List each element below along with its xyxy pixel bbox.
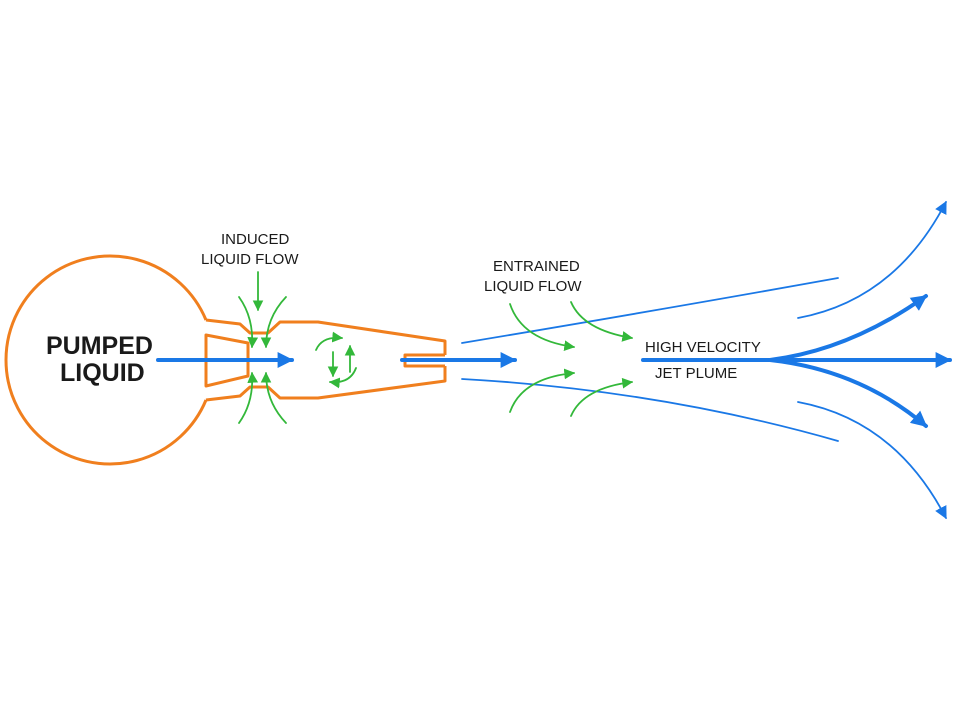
induced-arrow-top-left — [238, 296, 259, 349]
plume-upper-fork — [768, 294, 928, 362]
pump-chamber-outline — [4, 254, 208, 466]
induced-flow-label-line1: INDUCED — [221, 231, 290, 248]
entrained-flow-label-line1: ENTRAINED — [493, 258, 580, 275]
entrained-arrow-2 — [570, 301, 634, 342]
upper-spread-arrow — [797, 200, 947, 319]
lower-boundary-line — [461, 378, 839, 442]
nozzle-lower-outline — [205, 366, 447, 402]
pumped-liquid-label-line1: PUMPED — [46, 332, 153, 360]
induced-flow-label-line2: LIQUID FLOW — [201, 251, 299, 268]
entrained-flow-label-line2: LIQUID FLOW — [484, 278, 582, 295]
induced-arrow-bottom-left — [238, 371, 259, 424]
lower-spread-arrow — [797, 401, 947, 520]
plume-label-line2: JET PLUME — [655, 365, 737, 382]
pumped-liquid-label-line2: LIQUID — [60, 359, 145, 387]
induced-arrow-top-right — [260, 296, 287, 349]
circular-arrows-icon — [315, 331, 357, 389]
core-jet — [156, 294, 952, 428]
nozzle-upper-outline — [205, 318, 447, 355]
entrained-arrow-3 — [509, 368, 576, 413]
upper-boundary-line — [461, 277, 839, 344]
plume-boundary — [461, 200, 947, 520]
induced-flow-arrows — [238, 271, 287, 424]
recirculation-arrow-bottom — [328, 367, 357, 389]
entrained-arrow-4 — [570, 377, 634, 417]
entrained-arrow-1 — [509, 303, 576, 352]
plume-lower-fork — [768, 358, 928, 428]
entrained-flow-arrows — [509, 301, 634, 417]
recirculation-arrow-top — [315, 331, 344, 351]
plume-label-line1: HIGH VELOCITY — [645, 339, 761, 356]
induced-arrow-bottom-right — [260, 371, 287, 424]
